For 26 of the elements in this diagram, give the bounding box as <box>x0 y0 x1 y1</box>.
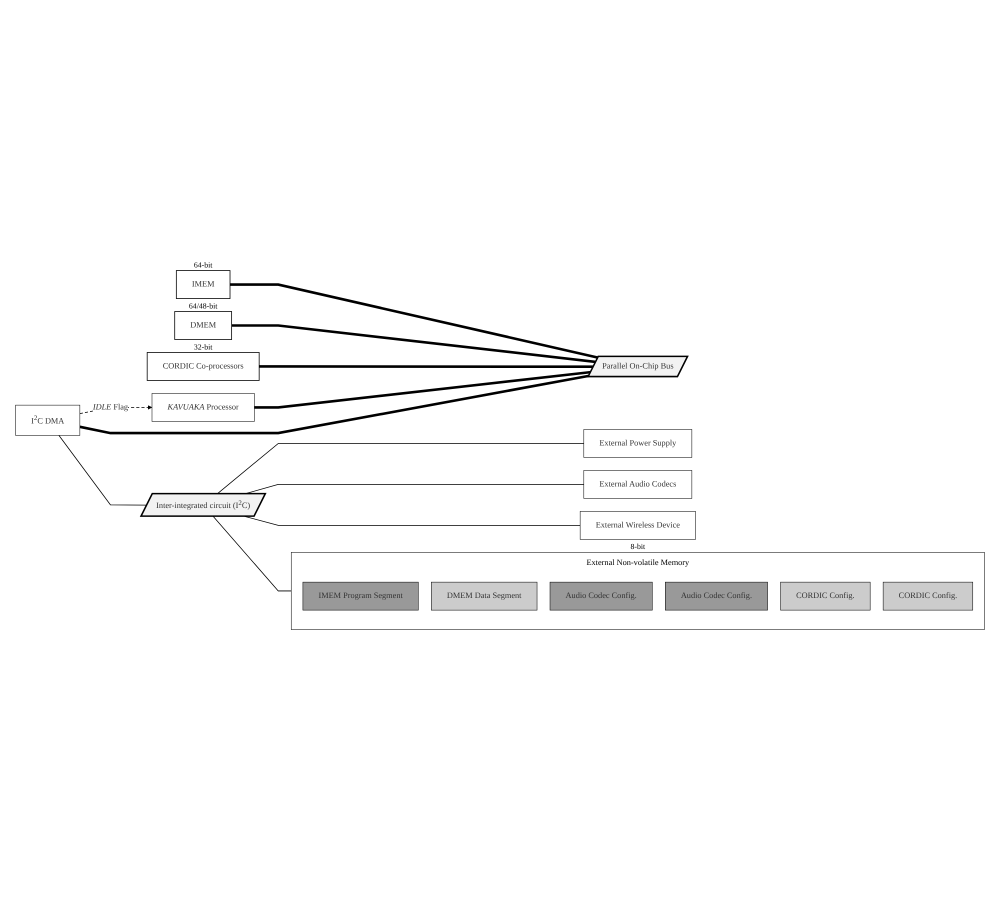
node-box: KAVUAKA Processor <box>152 394 255 422</box>
node-box: CORDIC Config. <box>882 582 974 611</box>
connector <box>230 284 598 360</box>
edge-label: IDLE Flag <box>92 403 128 412</box>
node-box: CORDIC Config. <box>780 582 870 611</box>
width-label: 32-bit <box>194 342 212 352</box>
node-box: IMEM <box>176 270 230 300</box>
connector <box>212 516 292 592</box>
node-box: IMEM Program Segment <box>302 582 419 611</box>
connector <box>259 366 594 368</box>
node-box: External Wireless Device <box>580 512 696 540</box>
node-box: External Power Supply <box>584 430 692 458</box>
connector <box>216 444 584 495</box>
node-box: External Audio Codecs <box>584 470 692 500</box>
node-box: DMEM <box>174 312 232 340</box>
node-box: Audio Codec Config. <box>550 582 653 611</box>
connector <box>232 324 596 364</box>
node-box: Audio Codec Config. <box>665 582 768 611</box>
node-box: CORDIC Co-processors <box>146 352 260 382</box>
node-box: I$^{2}$C DMA <box>15 405 80 436</box>
width-label: 64/48-bit <box>188 302 218 311</box>
width-label: 8-bit <box>630 542 646 552</box>
connector <box>58 435 148 506</box>
connector <box>254 371 591 410</box>
width-label: 64-bit <box>194 260 212 270</box>
node-box: DMEM Data Segment <box>431 582 538 611</box>
